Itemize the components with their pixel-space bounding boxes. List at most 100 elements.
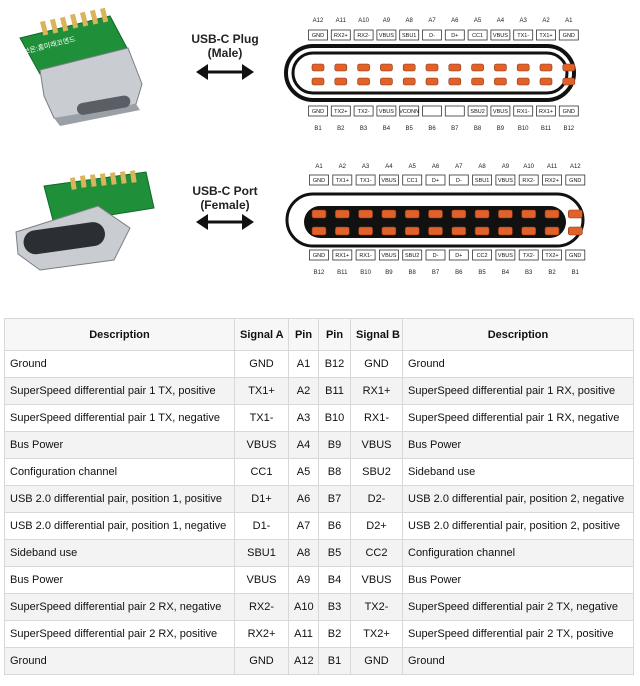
plug-title-line1: USB-C Plug	[191, 32, 259, 46]
cell-pin-b: B9	[318, 431, 351, 459]
signal-label: RX2-	[357, 33, 370, 39]
signal-label: CC1	[407, 178, 418, 184]
cell-pin-a: A11	[288, 620, 319, 648]
signal-label: VBUS	[493, 109, 508, 115]
signal-label: VBUS	[381, 253, 396, 259]
pin-number-label: A2	[339, 164, 347, 170]
cell-pin-b: B5	[318, 539, 351, 567]
plug-title-line2: (Male)	[207, 46, 243, 60]
contact-pad	[521, 209, 536, 219]
pin-number-label: A11	[336, 18, 347, 24]
signal-label-box	[422, 29, 442, 41]
cell-signal-a: TX1+	[234, 377, 289, 405]
plug-pinout-diagram: A12GNDGNDB1A11RX2+TX2+B2A10RX2-TX2-B3A9V…	[284, 18, 579, 132]
contact-pad	[451, 209, 467, 219]
cell-pin-b: B10	[318, 404, 351, 432]
cell-description-b: Ground	[402, 647, 634, 675]
pin-number-label: B11	[337, 270, 348, 276]
signal-label: RX1-	[359, 253, 372, 259]
cell-signal-b: GND	[350, 350, 403, 378]
cell-signal-a: TX1-	[234, 404, 289, 432]
pin-number-label: B12	[314, 270, 325, 276]
cell-pin-a: A4	[288, 431, 319, 459]
signal-label: SBU1	[402, 33, 416, 39]
contact-pad	[448, 63, 462, 72]
cell-pin-b: B6	[318, 512, 351, 540]
cell-signal-a: CC1	[234, 458, 289, 486]
signal-label-box	[309, 174, 329, 186]
signal-label-box	[542, 174, 562, 186]
signal-label: GND	[312, 109, 324, 115]
pin-number-label: B6	[455, 270, 463, 276]
signal-label-box	[490, 105, 511, 117]
pin-number-label: A8	[406, 18, 414, 24]
signal-label: D-	[429, 33, 435, 39]
cell-signal-a: GND	[234, 647, 289, 675]
contact-pad	[544, 209, 560, 219]
signal-label-box	[467, 105, 488, 117]
cell-description-a: Ground	[4, 350, 235, 378]
cell-signal-a: RX2-	[234, 593, 289, 621]
signal-label-box	[332, 249, 353, 261]
pin-number-label: B8	[474, 126, 482, 132]
contact-pad	[516, 77, 530, 86]
port-pinout-diagram: A1GNDGNDB12A2TX1+RX1+B11A3TX1-RX1-B10A4V…	[285, 164, 586, 276]
contact-pad	[425, 77, 439, 86]
contact-pad	[471, 77, 484, 86]
contact-pad	[521, 226, 536, 236]
double-arrow-icon	[196, 64, 254, 80]
contact-pad	[404, 226, 420, 236]
signal-label-box	[309, 249, 329, 261]
pin-number-label: B1	[572, 270, 580, 276]
signal-label-box	[542, 249, 562, 261]
pin-number-label: B10	[518, 126, 529, 132]
signal-label: RX1-	[517, 109, 530, 115]
cell-signal-a: GND	[234, 350, 289, 378]
cell-description-b: SuperSpeed differential pair 2 TX, negat…	[402, 593, 634, 621]
cell-pin-a: A3	[288, 404, 319, 432]
contact-pad	[498, 209, 513, 219]
pin-number-label: A8	[478, 164, 486, 170]
cell-pin-a: A5	[288, 458, 319, 486]
cell-signal-b: GND	[350, 647, 403, 675]
pin-number-label: A4	[497, 18, 505, 24]
signal-label-box	[495, 174, 516, 186]
pin-number-label: A3	[362, 164, 370, 170]
header-description-b: Description	[402, 318, 634, 351]
table-row: USB 2.0 differential pair, position 1, p…	[4, 485, 634, 513]
pin-number-label: A11	[547, 164, 558, 170]
cell-description-a: Configuration channel	[4, 458, 235, 486]
table-row: USB 2.0 differential pair, position 1, n…	[4, 512, 634, 540]
contact-pad	[428, 209, 443, 219]
signal-label: D+	[451, 33, 458, 39]
cell-description-b: Bus Power	[402, 566, 634, 594]
header-pin-a: Pin	[288, 318, 319, 351]
signal-label: VCONN	[399, 109, 419, 115]
header-signal-a: Signal A	[234, 318, 289, 351]
cell-description-b: SuperSpeed differential pair 1 RX, negat…	[402, 404, 634, 432]
contact-pad	[380, 63, 393, 72]
signal-label: D-	[456, 178, 462, 184]
contact-pad	[357, 63, 370, 72]
cell-description-b: Bus Power	[402, 431, 634, 459]
cell-description-b: USB 2.0 differential pair, position 2, p…	[402, 512, 634, 540]
pin-number-label: A9	[383, 18, 391, 24]
signal-label: RX2+	[545, 178, 559, 184]
signal-label: RX2-	[522, 178, 535, 184]
signal-label-box	[558, 29, 579, 41]
signal-label: VBUS	[493, 33, 508, 39]
cell-pin-a: A6	[288, 485, 319, 513]
signal-label-box	[518, 249, 539, 261]
contact-pad	[498, 226, 513, 236]
cell-description-b: SuperSpeed differential pair 2 TX, posit…	[402, 620, 634, 648]
cell-description-a: Bus Power	[4, 566, 235, 594]
cell-signal-a: SBU1	[234, 539, 289, 567]
pin-number-label: B8	[409, 270, 417, 276]
cell-signal-a: RX2+	[234, 620, 289, 648]
cell-pin-a: A7	[288, 512, 319, 540]
header-signal-b: Signal B	[350, 318, 403, 351]
signal-label-box	[330, 105, 351, 117]
contact-pad	[380, 77, 393, 86]
cell-description-a: Bus Power	[4, 431, 235, 459]
signal-label-box	[448, 174, 469, 186]
